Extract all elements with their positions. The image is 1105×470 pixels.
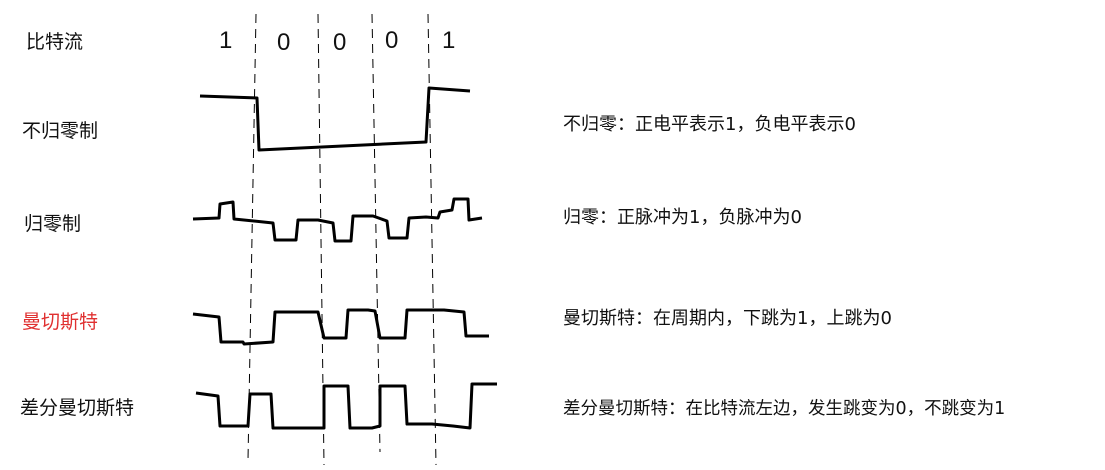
manchester-label: 曼切斯特: [22, 311, 99, 333]
nrz-label: 不归零制: [22, 120, 99, 142]
rz-description: 归零：正脉冲为1，负脉冲为0: [563, 207, 802, 228]
rz-waveform: [192, 197, 483, 243]
bit-value-1: 1: [219, 27, 233, 54]
diff-manchester-label: 差分曼切斯特: [20, 397, 135, 419]
bit-value-4: 0: [385, 27, 399, 54]
nrz-description: 不归零：正电平表示1，负电平表示0: [563, 114, 856, 135]
nrz-waveform: [199, 86, 471, 152]
manchester-description: 曼切斯特：在周期内，下跳为1，上跳为0: [563, 308, 892, 329]
bit-value-3: 0: [333, 29, 347, 56]
diff-manchester-description: 差分曼切斯特：在比特流左边，发生跳变为0，不跳变为1: [563, 399, 1006, 419]
bit-value-5: 1: [442, 27, 456, 54]
rz-label: 归零制: [24, 213, 82, 235]
bit-value-2: 0: [277, 29, 291, 56]
bit-separator-3: [371, 13, 381, 453]
bitstream-label: 比特流: [26, 31, 84, 53]
diff-manchester-waveform: [195, 382, 497, 430]
manchester-waveform: [192, 308, 489, 346]
bit-separator-4: [427, 13, 437, 466]
